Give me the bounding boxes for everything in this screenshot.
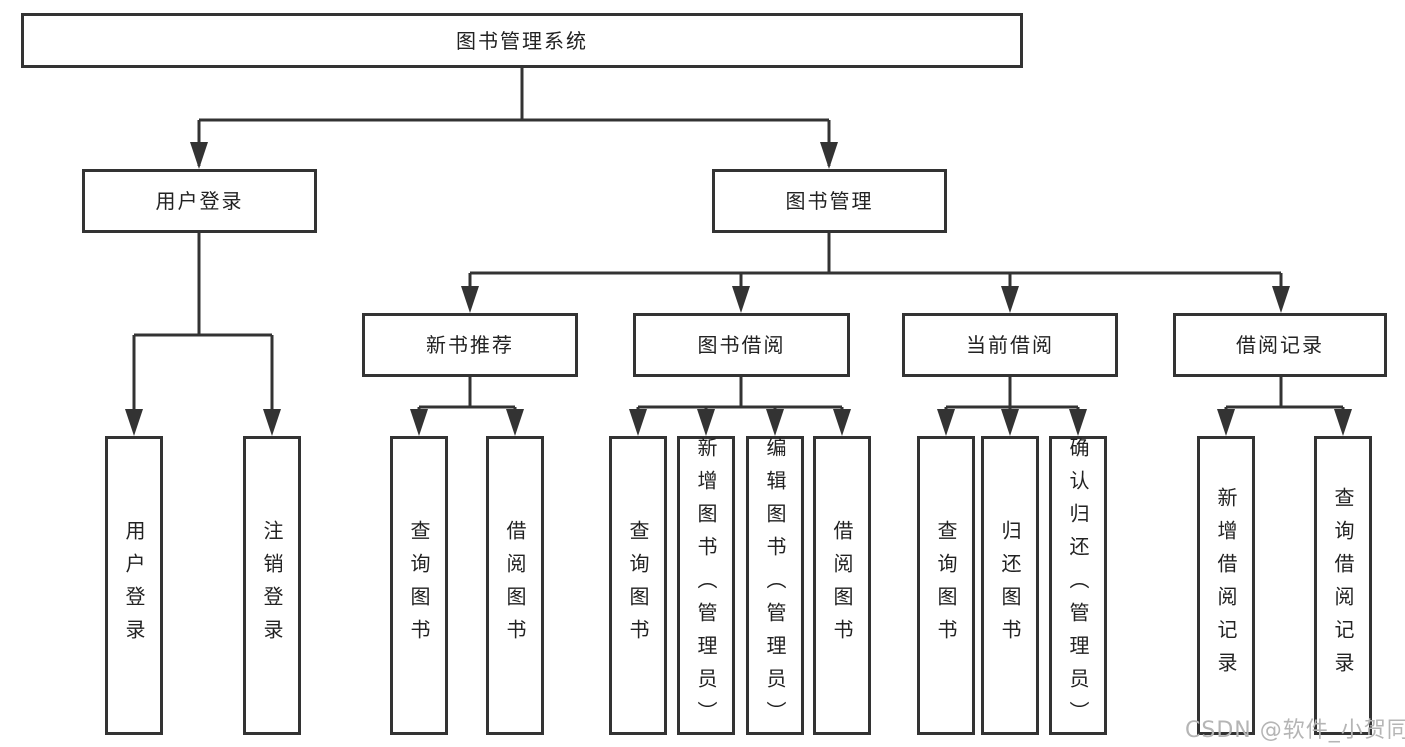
node-add-book-admin-label: 新增图书（管理员）	[694, 437, 718, 734]
node-borrow-records-label: 借阅记录	[1236, 333, 1324, 357]
node-borrow-books-2: 借阅图书	[813, 436, 871, 735]
node-borrow-records: 借阅记录	[1173, 313, 1387, 377]
node-confirm-return-admin: 确认归还（管理员）	[1049, 436, 1107, 735]
node-query-borrow-record: 查询借阅记录	[1314, 436, 1372, 735]
arrow-down-icon	[766, 409, 784, 436]
watermark: CSDN @软件_小贺同学	[1185, 718, 1405, 743]
arrow-down-icon	[697, 409, 715, 436]
connector-current-borrow	[944, 377, 1080, 430]
node-user-login-label: 用户登录	[155, 189, 244, 213]
arrow-down-icon	[125, 409, 143, 436]
connector-book-management	[468, 233, 1283, 308]
node-query-books-1: 查询图书	[390, 436, 448, 735]
arrow-down-icon	[1001, 286, 1019, 313]
arrow-down-icon	[461, 286, 479, 313]
connector-root	[197, 68, 831, 166]
node-new-book-recommend-label: 新书推荐	[426, 333, 514, 357]
node-current-borrow-label: 当前借阅	[966, 333, 1054, 357]
arrow-down-icon	[263, 409, 281, 436]
arrow-down-icon	[732, 286, 750, 313]
node-borrow-books-2-label: 借阅图书	[830, 519, 854, 652]
connector-borrow-records	[1224, 377, 1345, 430]
node-borrow-books-1: 借阅图书	[486, 436, 544, 735]
node-confirm-return-admin-label: 确认归还（管理员）	[1066, 437, 1090, 734]
arrow-down-icon	[506, 409, 524, 436]
node-logout-leaf: 注销登录	[243, 436, 301, 735]
connector-user-login	[132, 233, 274, 430]
node-book-borrow-label: 图书借阅	[697, 333, 786, 357]
node-current-borrow: 当前借阅	[902, 313, 1118, 377]
node-user-login-leaf-label: 用户登录	[122, 519, 146, 652]
arrow-down-icon	[820, 142, 838, 169]
node-add-book-admin: 新增图书（管理员）	[677, 436, 735, 735]
node-query-books-2-label: 查询图书	[626, 519, 650, 652]
node-root-label: 图书管理系统	[456, 28, 588, 53]
node-borrow-books-1-label: 借阅图书	[503, 519, 527, 652]
arrow-down-icon	[410, 409, 428, 436]
node-return-book-label: 归还图书	[998, 519, 1022, 652]
node-query-borrow-record-label: 查询借阅记录	[1331, 486, 1355, 685]
node-query-books-3-label: 查询图书	[934, 519, 958, 652]
node-user-login: 用户登录	[82, 169, 317, 233]
node-return-book: 归还图书	[981, 436, 1039, 735]
connector-book-borrow	[636, 377, 844, 430]
node-logout-leaf-label: 注销登录	[260, 519, 284, 652]
arrow-down-icon	[1069, 409, 1087, 436]
node-add-borrow-record: 新增借阅记录	[1197, 436, 1255, 735]
arrow-down-icon	[937, 409, 955, 436]
node-book-borrow: 图书借阅	[633, 313, 850, 377]
arrow-down-icon	[190, 142, 208, 169]
connector-new-book-recommend	[417, 377, 517, 430]
node-query-books-3: 查询图书	[917, 436, 975, 735]
arrow-down-icon	[833, 409, 851, 436]
node-root: 图书管理系统	[21, 13, 1023, 68]
node-new-book-recommend: 新书推荐	[362, 313, 578, 377]
arrowheads	[125, 142, 1352, 436]
node-query-books-2: 查询图书	[609, 436, 667, 735]
arrow-down-icon	[1272, 286, 1290, 313]
node-query-books-1-label: 查询图书	[407, 519, 431, 652]
arrow-down-icon	[1217, 409, 1235, 436]
node-add-borrow-record-label: 新增借阅记录	[1214, 486, 1238, 685]
arrow-down-icon	[1001, 409, 1019, 436]
arrow-down-icon	[629, 409, 647, 436]
node-edit-book-admin-label: 编辑图书（管理员）	[763, 437, 787, 734]
node-user-login-leaf: 用户登录	[105, 436, 163, 735]
node-book-management-label: 图书管理	[785, 189, 874, 213]
node-book-management: 图书管理	[712, 169, 947, 233]
arrow-down-icon	[1334, 409, 1352, 436]
node-edit-book-admin: 编辑图书（管理员）	[746, 436, 804, 735]
